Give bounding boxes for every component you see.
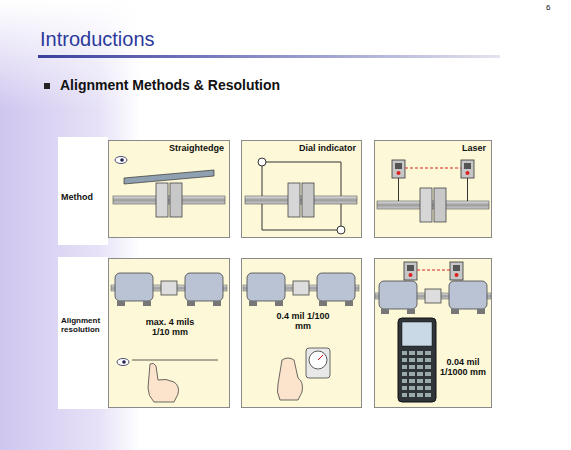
figure-part (417, 269, 450, 270)
bullet-text: Alignment Methods & Resolution (60, 77, 280, 93)
figure-part (120, 158, 124, 162)
figure-part (241, 258, 362, 408)
figure-part (241, 140, 362, 238)
figure-part (375, 281, 491, 314)
resolution-value: 0.04 mil 1/1000 mm (437, 357, 489, 378)
method-name: Laser (462, 143, 486, 153)
figure-part (111, 273, 227, 306)
bullet (44, 83, 50, 89)
figure-part (132, 360, 218, 361)
figure-part (398, 178, 399, 201)
figure-part (461, 160, 474, 178)
method-panel: 0.4 mil 1/100 mm (241, 258, 362, 408)
figure-part (404, 262, 417, 280)
figure-part (374, 140, 492, 238)
row-label: Method (61, 192, 107, 202)
figure-part (450, 262, 463, 280)
figure-part (277, 358, 302, 400)
straightedge-figure (113, 157, 225, 218)
figure-part (58, 137, 108, 245)
figure-part (377, 188, 489, 222)
resolution-value: max. 4 mils 1/10 mm (139, 317, 201, 338)
figure-part (402, 350, 432, 398)
row-label: Alignment resolution (61, 316, 107, 334)
figure-part (374, 258, 492, 408)
method-name: Dial indicator (299, 143, 356, 153)
dial-indicator-figure (245, 158, 357, 234)
panel-fills (108, 140, 492, 408)
resolution-value: 0.4 mil 1/100 mm (275, 311, 331, 332)
figure-part (115, 157, 127, 164)
laser-resolution-figure (375, 262, 491, 402)
method-panel: Straightedge (108, 140, 230, 238)
title-rule (38, 55, 500, 58)
figure-part (398, 318, 436, 402)
figure-part (262, 204, 341, 230)
figure-part (337, 226, 345, 234)
method-panel: max. 4 mils 1/10 mm (108, 258, 230, 408)
laser-figure (377, 160, 489, 222)
dial-resolution-figure (243, 273, 359, 400)
figure-part (117, 359, 129, 366)
figure-part (258, 158, 266, 166)
figure-part (402, 322, 432, 346)
figure-part (467, 178, 468, 201)
figure-part (148, 363, 179, 402)
figure-part (306, 348, 330, 378)
slide-title: Introductions (40, 28, 155, 51)
figure-part (243, 273, 359, 306)
figure-part (113, 183, 225, 217)
figure-part (392, 160, 405, 178)
figure-part (318, 355, 323, 360)
straightedge-resolution-figure (111, 273, 227, 402)
figure-part (58, 257, 108, 409)
figure-part (108, 258, 230, 408)
method-panel: Laser (374, 140, 492, 238)
figure-part (108, 140, 230, 238)
figure-part (262, 162, 341, 196)
method-panel: Dial indicator (241, 140, 362, 238)
method-name: Straightedge (169, 143, 224, 153)
figure-part (122, 360, 126, 364)
figure-part (405, 167, 461, 168)
page-number: 6 (546, 3, 550, 12)
method-panel: 0.04 mil 1/1000 mm (374, 258, 492, 408)
figure-part (309, 351, 327, 369)
figure-part (124, 170, 214, 184)
